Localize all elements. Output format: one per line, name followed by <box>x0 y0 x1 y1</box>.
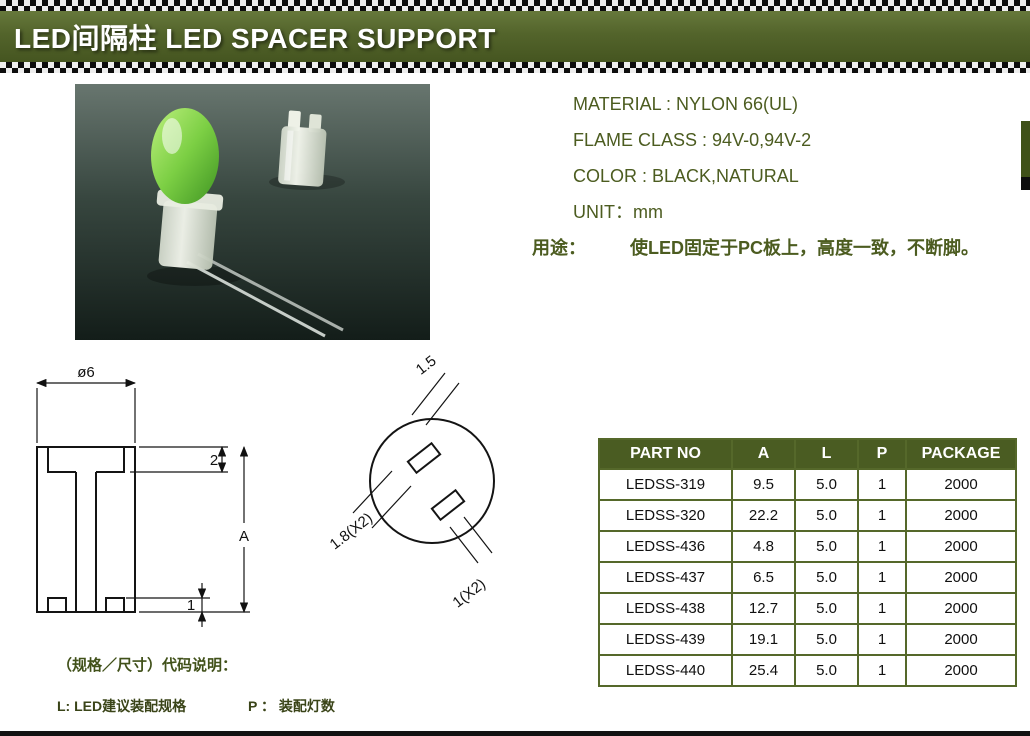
table-cell: 1 <box>857 468 907 501</box>
product-photo <box>75 84 430 340</box>
table-cell: 1 <box>857 654 907 687</box>
dim-label-slot-length: 1.8(X2) <box>327 510 376 554</box>
table-header-row: PART NO A L P PACKAGE <box>598 438 1017 470</box>
bottom-border <box>0 731 1030 736</box>
table-cell: 1 <box>857 592 907 625</box>
led-shadow <box>147 266 243 286</box>
table-cell: LEDSS-320 <box>598 499 733 532</box>
page-edge-tab-dark <box>1021 177 1030 190</box>
table-cell: 9.5 <box>731 468 796 501</box>
page-title: LED间隔柱 LED SPACER SUPPORT <box>14 22 496 54</box>
table-cell: 5.0 <box>794 654 859 687</box>
title-banner: LED间隔柱 LED SPACER SUPPORT <box>0 0 1030 73</box>
table-cell: 1 <box>857 530 907 563</box>
table-cell: 1 <box>857 623 907 656</box>
table-cell: 5.0 <box>794 499 859 532</box>
notes-title: （规格／尺寸）代码说明： <box>57 657 238 674</box>
technical-drawing: ø6 2 A 1 1.5 1.8(X2) 1(X2) <box>35 355 495 627</box>
spec-list: MATERIAL : NYLON 66(UL) FLAME CLASS : 94… <box>532 86 979 266</box>
dim-label-diameter: ø6 <box>77 364 95 381</box>
col-l: L <box>794 438 859 470</box>
table-cell: 2000 <box>905 468 1017 501</box>
note-l: L: LED建议装配规格 <box>57 698 187 714</box>
usage-text: 使LED固定于PC板上，高度一致，不断脚。 <box>630 238 980 258</box>
table-cell: 5.0 <box>794 530 859 563</box>
spec-flame-class: FLAME CLASS : 94V-0,94V-2 <box>573 130 812 150</box>
table-cell: 2000 <box>905 530 1017 563</box>
table-cell: 2000 <box>905 592 1017 625</box>
table-cell: 5.0 <box>794 561 859 594</box>
checker-border-bottom <box>0 62 1030 73</box>
table-cell: 5.0 <box>794 468 859 501</box>
checker-border-top <box>0 0 1030 11</box>
product-photo-image <box>75 84 430 340</box>
led-dome <box>151 108 219 204</box>
banner-band: LED间隔柱 LED SPACER SUPPORT <box>0 11 1030 62</box>
col-a: A <box>731 438 796 470</box>
col-p: P <box>857 438 907 470</box>
dim-label-height: A <box>239 528 249 545</box>
dim-label-slot-gap: 1(X2) <box>450 575 489 611</box>
table-cell: 6.5 <box>731 561 796 594</box>
table-cell: 1 <box>857 499 907 532</box>
top-view-outline <box>369 418 495 544</box>
table-cell: 2000 <box>905 499 1017 532</box>
spec-color: COLOR : BLACK,NATURAL <box>573 166 799 186</box>
col-part-no: PART NO <box>598 438 733 470</box>
table-cell: 5.0 <box>794 623 859 656</box>
page-edge-tab <box>1021 121 1030 177</box>
table-cell: 4.8 <box>731 530 796 563</box>
spec-material: MATERIAL : NYLON 66(UL) <box>573 94 799 114</box>
table-cell: 1 <box>857 561 907 594</box>
table-cell: 2000 <box>905 654 1017 687</box>
usage-label: 用途： <box>532 238 586 258</box>
spacer-cap <box>278 110 327 187</box>
notes-line: L: LED建议装配规格 P ： 装配灯数 <box>57 696 335 716</box>
photo-background <box>75 84 430 340</box>
table-cell: 2000 <box>905 561 1017 594</box>
spec-unit: UNIT：mm <box>573 202 663 222</box>
table-cell: LEDSS-438 <box>598 592 733 625</box>
table-cell: LEDSS-439 <box>598 623 733 656</box>
table-cell: 2000 <box>905 623 1017 656</box>
table-cell: LEDSS-440 <box>598 654 733 687</box>
table-cell: LEDSS-437 <box>598 561 733 594</box>
dim-label-slot-width: 1.5 <box>413 355 440 379</box>
side-view-outline <box>36 446 136 613</box>
table-cell: 12.7 <box>731 592 796 625</box>
note-p: P ： 装配灯数 <box>248 698 335 714</box>
led-legs <box>186 252 344 338</box>
top-view-dimensions <box>352 372 493 564</box>
table-cell: LEDSS-436 <box>598 530 733 563</box>
table-cell: 5.0 <box>794 592 859 625</box>
spec-usage: 用途： 使LED固定于PC板上，高度一致，不断脚。 <box>532 230 979 266</box>
dim-label-foot-height: 1 <box>187 597 195 614</box>
side-view-dimensions <box>35 378 250 627</box>
dim-label-top-depth: 2 <box>210 452 218 469</box>
table-cell: 25.4 <box>731 654 796 687</box>
table-cell: 19.1 <box>731 623 796 656</box>
table-cell: 22.2 <box>731 499 796 532</box>
col-package: PACKAGE <box>905 438 1017 470</box>
table-cell: LEDSS-319 <box>598 468 733 501</box>
